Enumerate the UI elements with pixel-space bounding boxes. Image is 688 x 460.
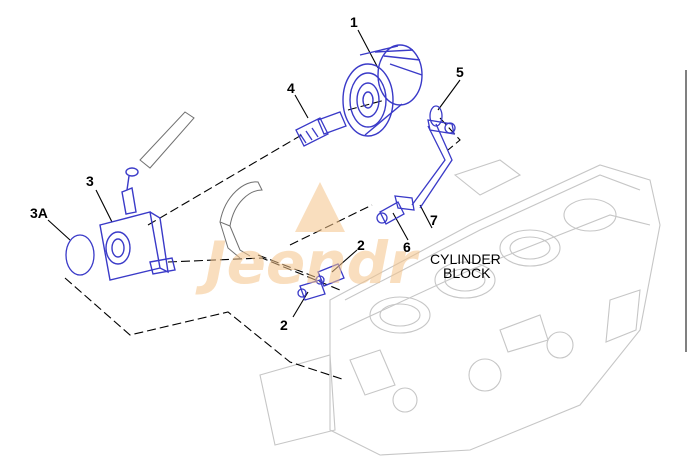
- fitting-4: [295, 111, 347, 147]
- leader-lines: [47, 29, 461, 318]
- callout-7: 7: [430, 212, 438, 228]
- callout-2-lower: 2: [280, 317, 288, 333]
- watermark-text: Jeendr: [195, 229, 420, 297]
- callout-6: 6: [403, 239, 411, 255]
- callout-3a: 3A: [30, 205, 48, 221]
- clamp-5: [427, 105, 456, 135]
- hose-outline: [139, 111, 263, 259]
- fitting-2-lower: [297, 279, 326, 301]
- callout-3: 3: [86, 173, 94, 189]
- road-cone-icon: [295, 182, 345, 232]
- callout-5: 5: [456, 64, 464, 80]
- watermark: Jeendr: [195, 182, 420, 297]
- fitting-6: [376, 195, 415, 225]
- callout-2-upper: 2: [357, 237, 365, 253]
- fitting-2-upper: [315, 263, 345, 287]
- cylinder-block-label-line1: CYLINDER: [430, 251, 501, 267]
- dashed-connections: [64, 99, 461, 381]
- cylinder-block-label: CYLINDER BLOCK: [430, 251, 501, 281]
- gasket-3a: [65, 234, 95, 276]
- cylinder-block-label-line2: BLOCK: [443, 265, 491, 281]
- oil-cooler: [99, 167, 176, 281]
- callout-1: 1: [350, 14, 358, 30]
- oil-filter: [342, 44, 423, 137]
- cylinder-block: [259, 159, 661, 456]
- callout-4: 4: [287, 80, 295, 96]
- pipe-7: [411, 123, 453, 209]
- callout-labels: 1 4 5 3 3A 6 7 2 2: [30, 14, 464, 333]
